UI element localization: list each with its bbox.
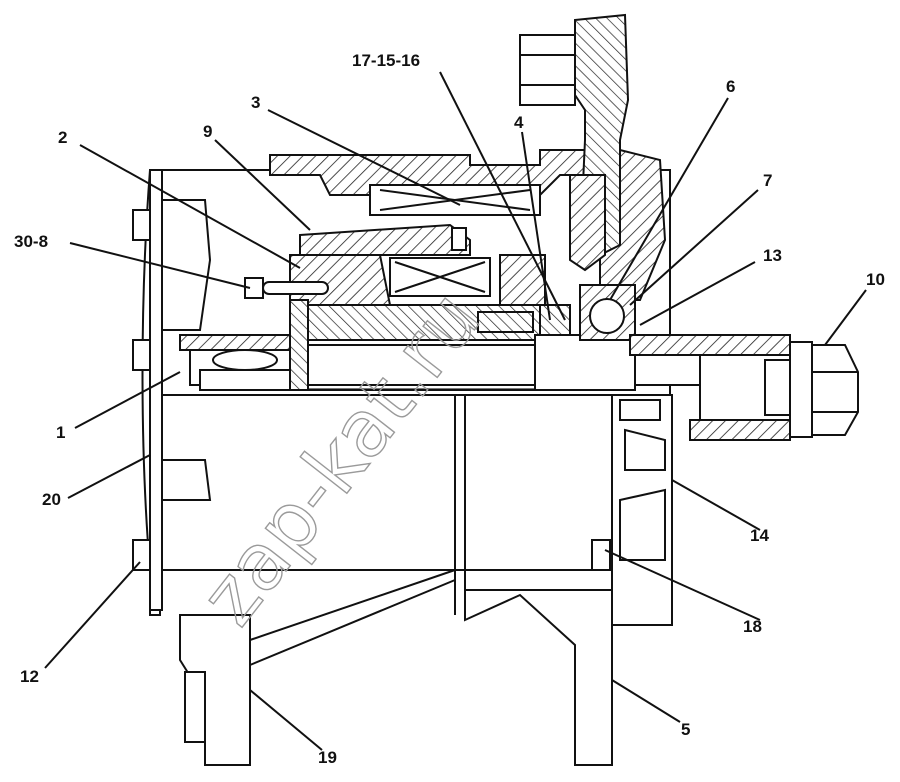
top-housing-section: [269, 149, 667, 301]
label-12: 12: [20, 667, 39, 686]
label-1: 1: [56, 423, 65, 442]
leader-3: [267, 109, 461, 206]
label-14: 14: [750, 526, 769, 545]
leader-30-8: [69, 242, 251, 289]
label-9: 9: [203, 122, 212, 141]
mounting-foot-rear: [464, 589, 613, 766]
label-18: 18: [743, 617, 762, 636]
label-7: 7: [763, 171, 772, 190]
mounting-bolt-head: [519, 34, 576, 106]
leader-18: [604, 549, 761, 621]
label-30-8: 30-8: [14, 232, 48, 251]
mounting-ear: [519, 13, 630, 272]
shaft-extension: [629, 334, 791, 441]
label-20: 20: [42, 490, 61, 509]
front-end-frame: [149, 169, 212, 611]
leader-19: [249, 689, 323, 751]
label-3: 3: [251, 93, 260, 112]
leader-4: [521, 131, 551, 321]
label-2: 2: [58, 128, 67, 147]
label-4: 4: [514, 113, 524, 132]
mounting-foot-front: [179, 569, 456, 766]
leader-10: [824, 289, 867, 346]
leader-6: [609, 97, 729, 301]
leader-1: [74, 371, 181, 429]
front-bearing: [179, 299, 309, 391]
leader-5: [611, 679, 681, 723]
label-13: 13: [763, 246, 782, 265]
through-bolt: [244, 277, 329, 299]
leader-14: [671, 479, 761, 531]
fan: [611, 394, 673, 626]
leader-7: [629, 189, 759, 306]
leader-13: [639, 261, 756, 326]
rotor-assembly: [289, 223, 546, 341]
leader-lines: [44, 71, 867, 751]
label-10: 10: [866, 270, 885, 289]
leader-2: [79, 144, 301, 269]
callout-labels: 17-15-16 3 4 6 7 2 9 30-8 13 10 1 20 14 …: [14, 51, 885, 767]
label-5: 5: [681, 720, 690, 739]
leader-20: [67, 454, 151, 499]
housing-bolts: [132, 209, 611, 571]
leader-12: [44, 561, 141, 669]
label-19: 19: [318, 748, 337, 767]
leader-9: [214, 139, 311, 231]
label-6: 6: [726, 77, 735, 96]
pulley-nut: [789, 341, 859, 438]
label-17-15-16: 17-15-16: [352, 51, 420, 70]
